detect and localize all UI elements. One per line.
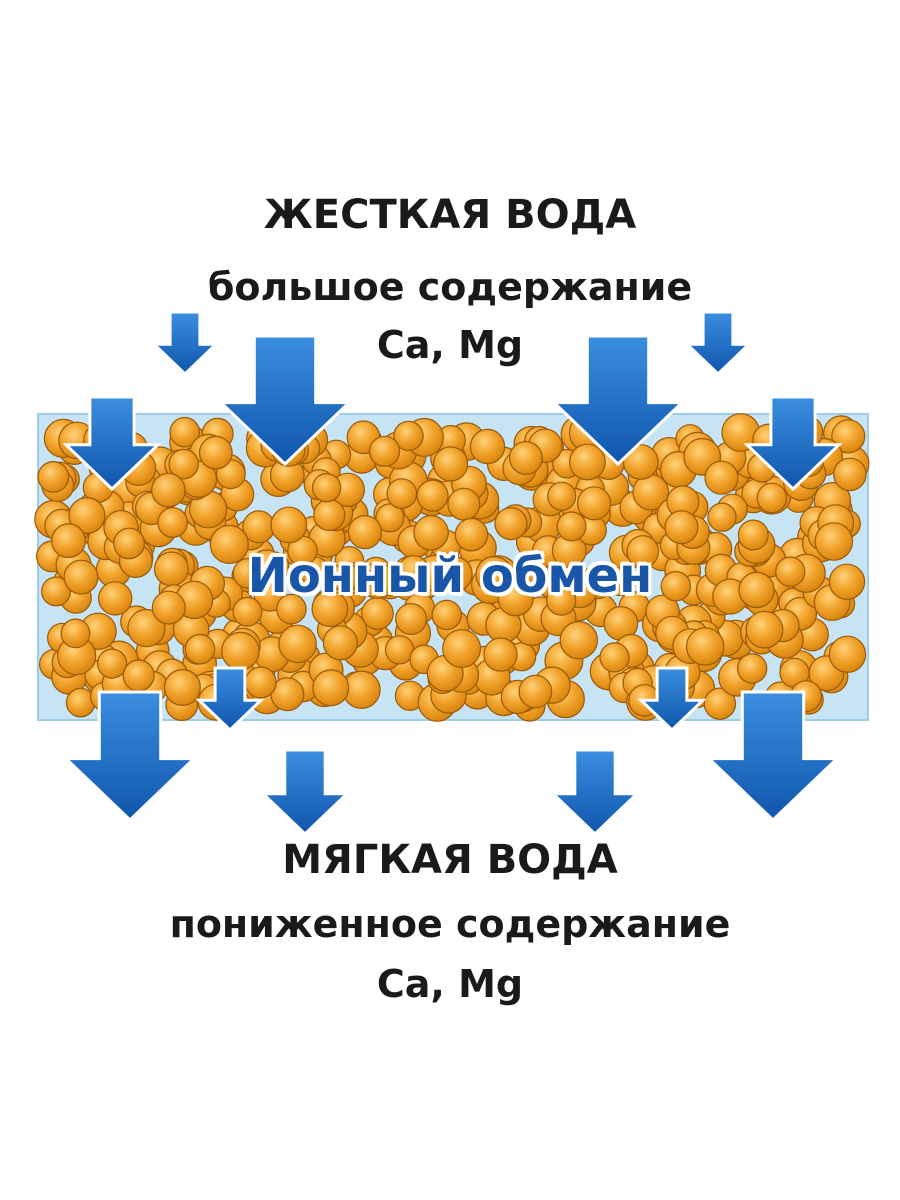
resin-bead — [98, 649, 127, 678]
resin-bead — [443, 630, 481, 668]
resin-bead — [152, 473, 185, 506]
resin-bead — [313, 474, 341, 502]
resin-bead — [245, 667, 276, 698]
arrow-down-icon — [263, 750, 347, 834]
resin-bead — [738, 654, 767, 683]
resin-bead — [417, 480, 448, 511]
resin-bead — [455, 519, 487, 551]
resin-bead — [560, 622, 597, 659]
resin-bead — [738, 520, 768, 550]
resin-bead — [470, 429, 504, 463]
resin-bead — [271, 507, 307, 543]
resin-bead — [600, 643, 629, 672]
resin-bead — [165, 670, 201, 706]
resin-bead — [834, 458, 866, 490]
resin-bead — [387, 479, 417, 509]
resin-bead — [385, 636, 413, 664]
resin-bead — [434, 447, 468, 481]
soft-water-title-text: МЯГКАЯ ВОДА — [0, 832, 900, 888]
resin-bead — [705, 461, 738, 494]
resin-bead — [313, 670, 349, 706]
resin-bead — [61, 619, 90, 648]
resin-bead — [484, 638, 517, 671]
resin-bead — [396, 604, 427, 635]
resin-bead — [829, 636, 865, 672]
hard-water-title: ЖЕСТКАЯ ВОДА — [0, 190, 900, 240]
hard-water-description: большое содержание Ca, Mg — [0, 258, 900, 374]
hard-water-ions-line: Ca, Mg — [0, 316, 900, 374]
resin-bead — [123, 660, 154, 691]
resin-bead — [370, 436, 400, 466]
resin-bead — [279, 625, 316, 662]
resin-bead — [519, 675, 552, 708]
resin-bead — [448, 488, 480, 520]
soft-water-description: пониженное содержание Ca, Mg — [0, 894, 900, 1014]
hard-water-description-line: большое содержание — [0, 258, 900, 316]
resin-bead — [349, 516, 382, 549]
resin-bead — [158, 508, 188, 538]
resin-bead — [185, 635, 214, 664]
resin-bead — [38, 462, 69, 493]
resin-bead — [757, 483, 786, 512]
resin-bead — [510, 442, 543, 475]
resin-bead — [708, 503, 736, 531]
resin-bead — [222, 632, 259, 669]
resin-bead — [314, 500, 345, 531]
soft-water-ions-line: Ca, Mg — [0, 954, 900, 1014]
resin-bead — [665, 511, 698, 544]
resin-bead — [570, 444, 606, 480]
resin-bead — [323, 626, 357, 660]
ion-exchange-label: Ионный обмен — [0, 548, 900, 604]
resin-bead — [495, 508, 527, 540]
resin-bead — [200, 436, 233, 469]
resin-bead — [687, 628, 724, 665]
resin-bead — [548, 482, 576, 510]
soft-water-title: МЯГКАЯ ВОДА — [0, 832, 900, 888]
hard-water-title-text: ЖЕСТКАЯ ВОДА — [0, 190, 900, 240]
resin-bead — [578, 487, 611, 520]
resin-bead — [414, 516, 448, 550]
arrow-down-icon — [553, 750, 637, 834]
resin-bead — [746, 611, 783, 648]
soft-water-description-line: пониженное содержание — [0, 894, 900, 954]
resin-bead — [557, 512, 586, 541]
resin-bead — [432, 600, 461, 629]
